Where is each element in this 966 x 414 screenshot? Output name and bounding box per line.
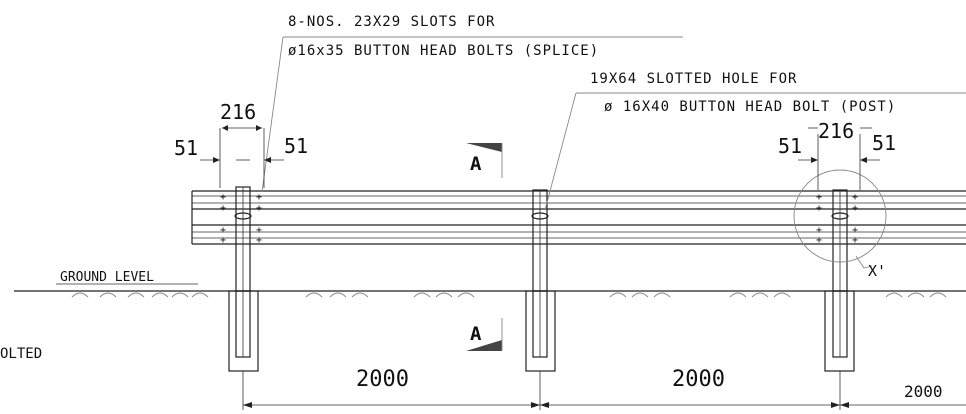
svg-text:+: + xyxy=(220,203,226,214)
svg-text:+: + xyxy=(816,225,822,236)
svg-text:+: + xyxy=(816,235,822,246)
svg-text:+: + xyxy=(256,225,262,236)
svg-text:+: + xyxy=(852,225,858,236)
section-marker-top xyxy=(466,143,503,178)
note-post-line1: 19X64 SLOTTED HOLE FOR xyxy=(590,71,797,87)
svg-text:+: + xyxy=(256,203,262,214)
dim-left-offset-b: 51 xyxy=(284,134,308,158)
note-post-line2: ø 16X40 BUTTON HEAD BOLT (POST) xyxy=(604,99,896,115)
post-middle xyxy=(531,189,549,358)
dim-span-2: 2000 xyxy=(672,367,725,392)
svg-text:+: + xyxy=(256,235,262,246)
dim-left-offset-a: 51 xyxy=(174,136,198,160)
section-label-bottom: A xyxy=(470,323,482,345)
splice-bolts-left: ++ ++ ++ ++ xyxy=(220,192,262,246)
section-label-top: A xyxy=(470,153,482,175)
dim-span-3: 2000 xyxy=(904,382,943,401)
svg-text:+: + xyxy=(852,235,858,246)
post-right xyxy=(831,189,849,358)
svg-text:+: + xyxy=(852,203,858,214)
ground-level-label: GROUND LEVEL xyxy=(60,270,154,285)
dim-span-1: 2000 xyxy=(356,367,409,392)
post-left xyxy=(234,186,252,358)
dim-right-offset-a: 51 xyxy=(778,134,802,158)
section-marker-bottom xyxy=(466,318,503,351)
detail-ref-label: X' xyxy=(868,262,886,280)
svg-text:+: + xyxy=(220,192,226,203)
guard-rail-beam xyxy=(191,190,966,245)
svg-text:+: + xyxy=(852,192,858,203)
svg-text:+: + xyxy=(256,192,262,203)
ground-hatch xyxy=(71,292,947,298)
svg-text:+: + xyxy=(816,192,822,203)
note-splice-line1: 8-NOS. 23X29 SLOTS FOR xyxy=(288,14,495,30)
svg-text:+: + xyxy=(220,235,226,246)
footing-left xyxy=(228,290,259,372)
detail-circle xyxy=(793,169,887,269)
dim-right-spacing: 216 xyxy=(818,119,854,143)
footing-right xyxy=(824,290,855,372)
right-dimension-lines xyxy=(798,127,880,190)
left-dimension-lines xyxy=(200,125,284,188)
dim-right-offset-b: 51 xyxy=(872,131,896,155)
span-dimension-line xyxy=(242,371,966,410)
dim-left-spacing: 216 xyxy=(220,100,256,124)
cut-off-label: OLTED xyxy=(0,346,42,362)
svg-text:+: + xyxy=(816,203,822,214)
note-splice-line2: ø16x35 BUTTON HEAD BOLTS (SPLICE) xyxy=(288,43,599,59)
splice-bolts-right: ++ ++ ++ ++ xyxy=(816,192,858,246)
footing-middle xyxy=(525,290,556,372)
svg-text:+: + xyxy=(220,225,226,236)
